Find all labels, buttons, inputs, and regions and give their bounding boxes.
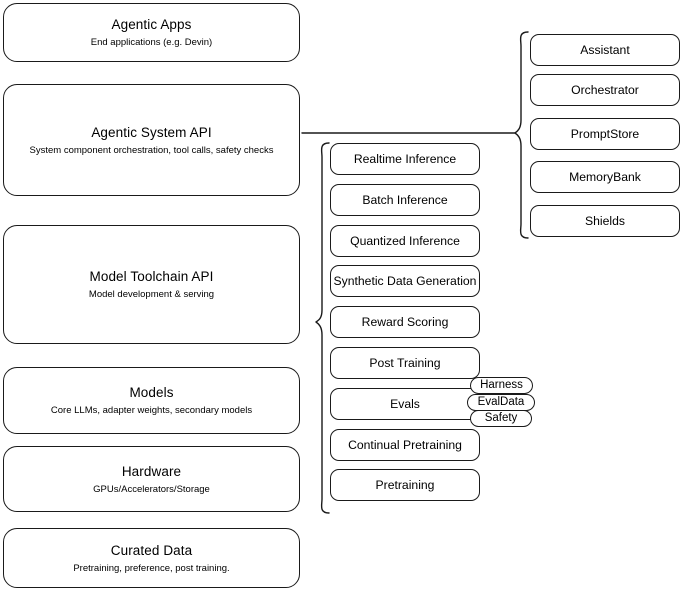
capability-post-training[interactable]: Post Training — [330, 347, 480, 379]
capability-continual-pretraining[interactable]: Continual Pretraining — [330, 429, 480, 461]
capability-batch-inference[interactable]: Batch Inference — [330, 184, 480, 216]
layer-card-models[interactable]: Models Core LLMs, adapter weights, secon… — [3, 367, 300, 434]
layer-title: Hardware — [121, 463, 182, 479]
layer-subtitle: End applications (e.g. Devin) — [90, 37, 213, 48]
layer-card-curated-data[interactable]: Curated Data Pretraining, preference, po… — [3, 528, 300, 588]
layer-card-hardware[interactable]: Hardware GPUs/Accelerators/Storage — [3, 446, 300, 512]
layer-subtitle: System component orchestration, tool cal… — [29, 144, 274, 156]
evals-badge-evaldata[interactable]: EvalData — [467, 394, 535, 411]
layer-title: Models — [129, 385, 174, 400]
brace-toolchain-capabilities — [315, 142, 330, 514]
component-label: MemoryBank — [569, 169, 641, 184]
component-label: PromptStore — [570, 126, 640, 141]
capability-label: Continual Pretraining — [348, 437, 462, 452]
capability-label: Reward Scoring — [361, 314, 449, 329]
capability-label: Synthetic Data Generation — [333, 273, 477, 288]
capability-label: Batch Inference — [362, 192, 448, 207]
capability-label: Quantized Inference — [350, 233, 460, 248]
brace-system-components — [514, 31, 529, 239]
layer-card-agentic-system-api[interactable]: Agentic System API System component orch… — [3, 84, 300, 196]
capability-pretraining[interactable]: Pretraining — [330, 469, 480, 501]
component-shields[interactable]: Shields — [530, 205, 680, 237]
component-label: Assistant — [580, 42, 630, 57]
capability-realtime-inference[interactable]: Realtime Inference — [330, 143, 480, 175]
badge-label: Harness — [480, 379, 523, 391]
layer-card-agentic-apps[interactable]: Agentic Apps End applications (e.g. Devi… — [3, 3, 300, 62]
layer-title: Agentic Apps — [111, 17, 192, 32]
evals-badge-safety[interactable]: Safety — [470, 410, 532, 427]
capability-label: Evals — [390, 396, 420, 411]
layer-title: Curated Data — [110, 542, 193, 558]
layer-subtitle: GPUs/Accelerators/Storage — [93, 483, 210, 495]
layer-title: Model Toolchain API — [89, 269, 214, 284]
layer-subtitle: Pretraining, preference, post training. — [73, 562, 230, 574]
layer-title: Agentic System API — [91, 124, 212, 140]
capability-label: Post Training — [369, 355, 441, 370]
layer-subtitle: Core LLMs, adapter weights, secondary mo… — [50, 405, 253, 416]
component-assistant[interactable]: Assistant — [530, 34, 680, 66]
capability-synthetic-data-generation[interactable]: Synthetic Data Generation — [330, 265, 480, 297]
badge-label: EvalData — [477, 396, 525, 408]
capability-quantized-inference[interactable]: Quantized Inference — [330, 225, 480, 257]
badge-label: Safety — [484, 412, 518, 424]
component-label: Orchestrator — [571, 82, 639, 97]
capability-evals[interactable]: Evals — [330, 388, 480, 420]
capability-label: Realtime Inference — [353, 151, 457, 166]
capability-reward-scoring[interactable]: Reward Scoring — [330, 306, 480, 338]
layer-subtitle: Model development & serving — [88, 289, 215, 300]
capability-label: Pretraining — [375, 477, 435, 492]
evals-badge-harness[interactable]: Harness — [470, 377, 533, 394]
component-memorybank[interactable]: MemoryBank — [530, 161, 680, 193]
component-orchestrator[interactable]: Orchestrator — [530, 74, 680, 106]
layer-card-model-toolchain-api[interactable]: Model Toolchain API Model development & … — [3, 225, 300, 344]
component-promptstore[interactable]: PromptStore — [530, 118, 680, 150]
component-label: Shields — [585, 213, 625, 228]
